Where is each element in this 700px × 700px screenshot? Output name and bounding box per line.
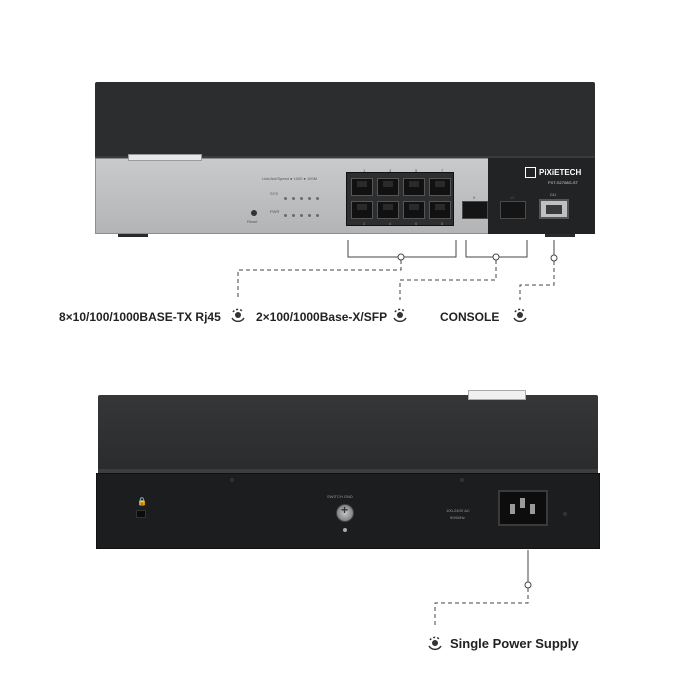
ground-screw[interactable] xyxy=(336,503,354,522)
vent-hole xyxy=(563,512,567,516)
lock-icon: 🔒 xyxy=(137,497,147,506)
brand-logo-icon xyxy=(525,166,536,178)
reset-button[interactable] xyxy=(251,210,257,216)
sfp-leader xyxy=(399,260,497,300)
console-bracket-node xyxy=(550,254,558,262)
callout-console-label: CONSOLE xyxy=(440,310,500,324)
power-inlet-pin xyxy=(510,504,515,514)
rubber-foot xyxy=(545,234,575,237)
reset-label: Reset xyxy=(247,219,258,224)
status-led xyxy=(316,197,319,200)
rj45-port[interactable] xyxy=(351,201,373,219)
power-rating-line2: 50/60Hz xyxy=(450,515,465,520)
port-number: 8 xyxy=(441,221,444,226)
ground-label: SWITCH GND xyxy=(327,494,353,499)
led-row2-label: PWR xyxy=(270,209,280,214)
status-led xyxy=(308,214,311,217)
port-number: 7 xyxy=(441,168,444,173)
status-led xyxy=(284,197,287,200)
model-number: PXT-S2708G-ST xyxy=(548,180,579,185)
rear-label-sticker xyxy=(468,390,526,400)
callout-sfp-label: 2×100/1000Base-X/SFP xyxy=(256,310,388,324)
rj45-port[interactable] xyxy=(429,178,451,196)
brand-name: PiXiETECH xyxy=(539,167,582,177)
port-number: 6 xyxy=(415,221,418,226)
status-led xyxy=(316,214,319,217)
rear-switch-top-cover xyxy=(98,395,598,473)
port-number: 3 xyxy=(389,168,392,173)
power-inlet-pin xyxy=(520,498,525,508)
status-led xyxy=(292,197,295,200)
status-led xyxy=(300,214,303,217)
rj45-port[interactable] xyxy=(429,201,451,219)
power-leader xyxy=(434,588,529,628)
sfp-number: 9 xyxy=(473,195,476,200)
console-port-label: CLI xyxy=(550,192,557,197)
port-number: 2 xyxy=(363,221,366,226)
rj45-leader xyxy=(237,260,402,300)
led-legend: Link/Act/Speed ● 1000 ● 100M xyxy=(262,176,318,181)
map-pin-icon xyxy=(428,636,442,651)
sfp-number: 10 xyxy=(510,195,515,200)
led-row1-label: SYS xyxy=(270,191,279,196)
map-pin-icon xyxy=(231,308,245,323)
callout-power-label: Single Power Supply xyxy=(450,636,579,651)
status-led xyxy=(284,214,287,217)
map-pin-icon xyxy=(393,308,407,323)
rubber-foot xyxy=(118,234,148,237)
status-led xyxy=(300,197,303,200)
rj45-port[interactable] xyxy=(403,201,425,219)
power-inlet-pin xyxy=(530,504,535,514)
ground-screw-base xyxy=(343,528,347,532)
rj45-port-block: 1 3 5 7 2 4 6 8 xyxy=(346,168,454,226)
rj45-port[interactable] xyxy=(377,178,399,196)
status-led xyxy=(292,214,295,217)
console-leader xyxy=(519,261,555,300)
sfp-port[interactable] xyxy=(500,201,526,219)
brand-logo: PiXiETECH xyxy=(525,164,593,180)
callout-rj45-label: 8×10/100/1000BASE-TX Rj45 xyxy=(59,310,221,324)
port-number: 5 xyxy=(415,168,418,173)
map-pin-icon xyxy=(513,308,527,323)
front-brand-panel xyxy=(488,158,595,234)
security-lock-slot[interactable] xyxy=(136,510,146,518)
status-led xyxy=(308,197,311,200)
rj45-bracket-node xyxy=(397,253,405,261)
console-port[interactable] xyxy=(539,199,569,219)
rj45-port[interactable] xyxy=(403,178,425,196)
power-bracket-node xyxy=(524,581,532,589)
power-inlet[interactable] xyxy=(498,490,548,526)
sfp-port[interactable] xyxy=(462,201,488,219)
port-number: 4 xyxy=(389,221,392,226)
rj45-port[interactable] xyxy=(377,201,399,219)
rj45-port[interactable] xyxy=(351,178,373,196)
power-rating-line1: 100-240V AC xyxy=(446,508,470,513)
serial-sticker xyxy=(128,154,202,161)
port-number: 1 xyxy=(363,168,366,173)
vent-hole xyxy=(230,478,234,482)
vent-hole xyxy=(460,478,464,482)
sfp-bracket-node xyxy=(492,253,500,261)
